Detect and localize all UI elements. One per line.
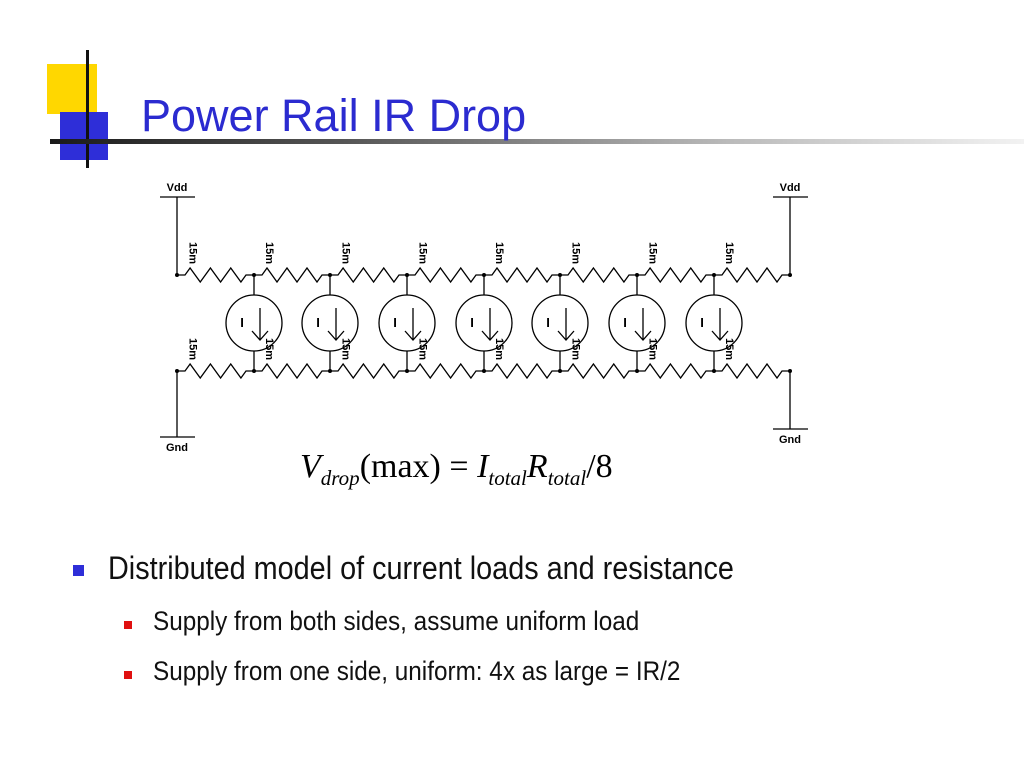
bottom-rail-resistor [637,362,714,380]
node-dot [252,273,256,277]
top-resistor-label: 15m [570,242,582,264]
bottom-resistor-label: 15m [493,338,505,360]
top-rail-resistor [484,266,560,284]
top-rail-resistor [177,266,254,284]
top-rail-resistor [254,266,330,284]
top-resistor-label: 15m [417,242,429,264]
node-dot [712,273,716,277]
top-rail-resistor [330,266,407,284]
top-rail-resistor [714,266,790,284]
formula-i: I [477,448,489,485]
node-dot [328,273,332,277]
current-arrow-head [327,330,345,341]
bottom-rail-resistor [484,362,560,380]
top-resistor-label: 15m [647,242,659,264]
sub-bullet-marker [124,671,132,679]
top-rail-resistor [637,266,714,284]
current-source-label: I [546,315,550,330]
top-rail-resistor [407,266,484,284]
bullet-main: Distributed model of current loads and r… [108,550,734,586]
bottom-resistor-label: 15m [417,338,429,360]
current-arrow-head [711,330,729,341]
top-resistor-label: 15m [187,242,199,264]
current-source-label: I [470,315,474,330]
top-rail-resistor [560,266,637,284]
current-arrow-head [557,330,575,341]
bottom-rail-resistor [407,362,484,380]
bottom-resistor-label: 15m [340,338,352,360]
slide-logo [0,0,140,180]
current-arrow-head [251,330,269,341]
sub-bullet-1: Supply from both sides, assume uniform l… [153,606,640,636]
formula-eq: = [449,448,469,485]
current-source-label: I [316,315,320,330]
vdd-label-left: Vdd [167,182,188,194]
bottom-resistor-label: 15m [723,338,735,360]
current-arrow-head [481,330,499,341]
current-source-label: I [700,315,704,330]
node-dot [788,369,792,373]
top-resistor-label: 15m [340,242,352,264]
logo-yellow-square [47,64,97,114]
top-resistor-label: 15m [263,242,275,264]
bottom-resistor-label: 15m [263,338,275,360]
current-source-label: I [240,315,244,330]
gnd-label-left: Gnd [166,442,188,454]
node-dot [635,369,639,373]
bottom-resistor-label: 15m [187,338,199,360]
bottom-rail-resistor [177,362,254,380]
title-underline [50,139,1024,144]
slide-title: Power Rail IR Drop [141,90,527,141]
formula-i-sub: total [488,466,527,490]
node-dot [558,273,562,277]
formula-arg: (max) [359,448,441,485]
node-dot [175,273,179,277]
top-resistor-label: 15m [723,242,735,264]
bullet-marker [73,565,84,576]
logo-blue-square [60,112,108,160]
formula-r: R [526,448,548,485]
current-source-label: I [393,315,397,330]
bottom-rail-resistor [254,362,330,380]
current-arrow-head [404,330,422,341]
node-dot [482,369,486,373]
node-dot [175,369,179,373]
bottom-resistor-label: 15m [570,338,582,360]
sub-bullet-2: Supply from one side, uniform: 4x as lar… [153,656,681,686]
node-dot [482,273,486,277]
logo-vertical-line [86,50,89,168]
formula-r-sub: total [547,466,587,490]
node-dot [252,369,256,373]
node-dot [558,369,562,373]
formula-v: V [300,448,321,485]
node-dot [405,369,409,373]
node-dot [328,369,332,373]
top-resistor-label: 15m [493,242,505,264]
ir-drop-formula: Vdrop(max) = ItotalRtotal/8 [300,443,613,491]
gnd-label-right: Gnd [779,434,801,446]
bottom-rail-resistor [714,362,790,380]
formula-div: /8 [586,448,613,485]
formula-v-sub: drop [320,466,360,490]
current-source-label: I [623,315,627,330]
vdd-label-right: Vdd [780,182,801,194]
bottom-resistor-label: 15m [647,338,659,360]
node-dot [635,273,639,277]
node-dot [788,273,792,277]
sub-bullet-marker [124,621,132,629]
bottom-rail-resistor [330,362,407,380]
node-dot [405,273,409,277]
bottom-rail-resistor [560,362,637,380]
node-dot [712,369,716,373]
current-arrow-head [634,330,652,341]
